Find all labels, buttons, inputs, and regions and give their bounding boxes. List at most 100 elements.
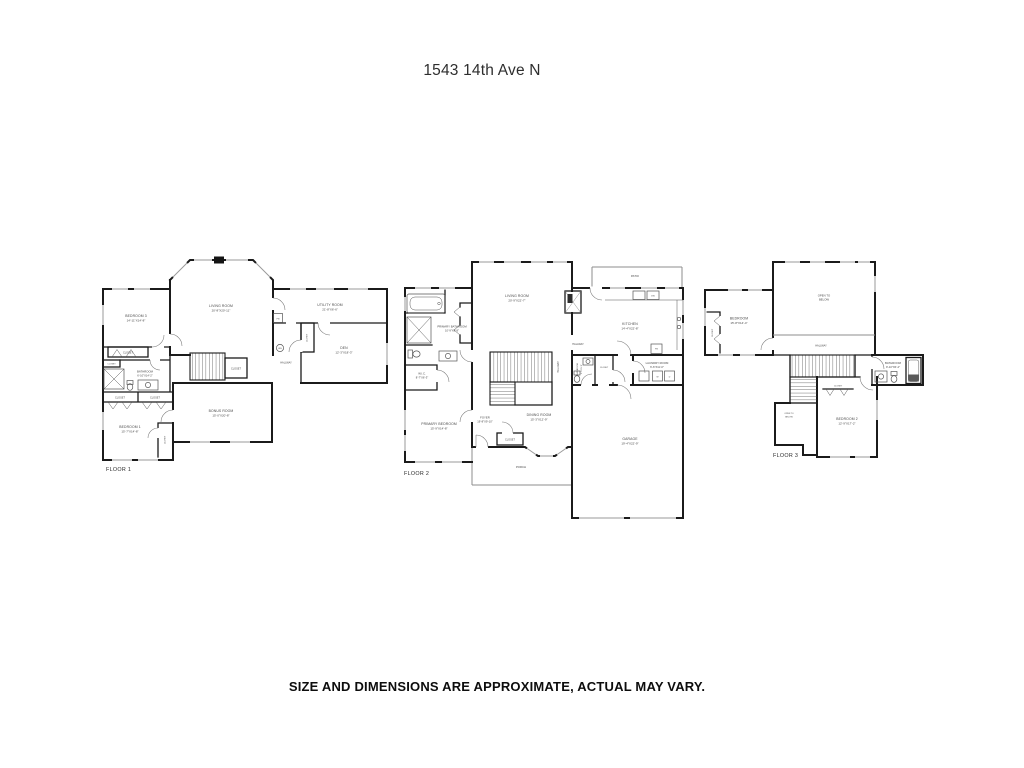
washer-label: W	[657, 377, 659, 379]
fireplace-icon	[214, 256, 224, 264]
bathtub-icon	[905, 356, 922, 385]
door-gaps	[718, 316, 874, 369]
bifold-door-icons	[453, 306, 461, 336]
closet-label: CLOSET	[123, 352, 133, 355]
closet-label: CLOSET	[165, 435, 167, 444]
toilet-icon	[126, 380, 134, 391]
closet-label: CLOSET	[150, 397, 160, 400]
open-to-below-label: BELOW	[785, 417, 793, 419]
primary-bathroom-dims: 10'-9"X9'-9"	[445, 329, 459, 333]
laundry-room-label: LAUNDRY ROOM	[646, 361, 669, 365]
bathroom-label: BATHROOM	[576, 363, 579, 375]
door-gaps	[435, 286, 635, 449]
bathroom-label: BATHROOM	[885, 361, 902, 365]
toilet-icon	[407, 349, 421, 359]
closet-label: CLOSET	[600, 367, 609, 369]
foyer-dims: 19'-8"X9'-10"	[477, 420, 493, 424]
wic-dims: 8'-7"X6'-3"	[416, 376, 429, 380]
floor-3-plan: OPEN TO BELOW BEDROOM 15'-8"X14'-4" CLOS…	[703, 260, 924, 459]
wic-label: W.I.C.	[418, 372, 426, 376]
bedroom2-dims: 12'-9"X17'-2"	[838, 421, 855, 425]
water-heater-icon	[276, 344, 284, 352]
floor-2-plan: LIVING ROOM 20'-9"X22'-7" PATIO KITCHEN …	[403, 260, 685, 520]
floor2-labels: LIVING ROOM 20'-9"X22'-7" PATIO KITCHEN …	[404, 274, 671, 477]
range-icon	[632, 290, 646, 300]
porch-label: PORCH	[516, 465, 526, 469]
garage-label: GARAGE	[622, 437, 638, 441]
bedroom2-label: BEDROOM 2	[836, 417, 857, 421]
floor1-labels: BEDROOM 3 14'-11"X14'-8" LIVING ROOM 20'…	[106, 303, 353, 473]
bonus-room-dims: 15'-0"X20'-8"	[212, 413, 229, 417]
living-room-dims: 20'-8"X20'-11"	[212, 308, 231, 312]
floor3-fixtures	[874, 356, 922, 385]
floor2-windows	[403, 260, 685, 520]
floor2-walls	[404, 261, 684, 519]
bifold-door-icons	[107, 349, 167, 410]
laundry-room-dims: 6'-6"X11'-0"	[650, 365, 664, 369]
page-title: 1543 14th Ave N	[423, 62, 541, 79]
bathroom-dims: 6'-10"X14'-2"	[137, 374, 153, 378]
fb-box	[650, 343, 663, 354]
bathroom-label: BATHROOM	[137, 370, 154, 374]
floor1-title: FLOOR 1	[106, 467, 131, 473]
shower-icon	[103, 368, 125, 390]
sink-icon	[874, 370, 888, 383]
stairs-icon	[789, 354, 856, 404]
dryer-icon	[664, 370, 675, 382]
primary-bathroom-label: PRIMARY BATHROOM	[437, 325, 467, 329]
floor3-doors	[713, 315, 885, 396]
garage-dims: 19'-4"X22'-9"	[621, 441, 638, 445]
bathroom-dims: 4'-5"X5'-5"	[581, 364, 583, 374]
floor1-doors	[107, 297, 331, 439]
water-heater-label: WH	[278, 348, 282, 350]
shower-icon	[406, 316, 432, 344]
floor1-fixtures	[103, 256, 284, 391]
hallway-label: HALLWAY	[815, 344, 827, 347]
dining-room-dims: 15'-3"X12'-9"	[530, 417, 547, 421]
closet-label: CLOSET	[505, 439, 515, 442]
closet-label: CLOSET	[307, 333, 309, 342]
floor2-doors	[436, 287, 646, 448]
kitchen-label: KITCHEN	[622, 322, 638, 326]
kitchen-counter	[605, 299, 683, 350]
open-to-below-label: BELOW	[819, 298, 829, 302]
sink-icon	[438, 350, 458, 362]
bedroom1-dims: 15'-7"X14'-8"	[121, 429, 138, 433]
floor3-windows	[703, 260, 879, 459]
closet-box	[102, 359, 121, 368]
fireplace-icon	[564, 290, 582, 314]
primary-bedroom-dims: 15'-9"X14'-8"	[430, 426, 447, 430]
patio-outline	[591, 266, 683, 288]
bathroom-dims: 9'-10"X6'-4"	[886, 365, 900, 369]
floor1-windows	[101, 258, 389, 462]
utility-room-label: UTILITY ROOM	[317, 303, 343, 307]
bedroom-label: BEDROOM	[730, 317, 748, 321]
bedroom3-dims: 14'-11"X14'-8"	[127, 318, 146, 322]
door-gaps	[150, 298, 330, 438]
closet-label: CLOSET	[834, 386, 843, 388]
foyer-label: FOYER	[480, 416, 490, 420]
hallway-label: HALLWAY	[280, 362, 292, 365]
bathtub-icon	[406, 293, 446, 314]
closet-label: CLOSET	[115, 397, 125, 400]
stairs-icon	[489, 351, 553, 406]
toilet-icon	[890, 371, 898, 383]
dryer-label: D	[669, 377, 671, 379]
open-to-below-label: OPEN TO	[784, 413, 794, 415]
furnace-label: FN	[277, 319, 280, 321]
closet-label: CLOSET	[107, 364, 116, 366]
utility-room-dims: 21'-8"X6'-6"	[322, 307, 338, 311]
closet-box	[300, 322, 315, 353]
floor1-walls	[102, 259, 388, 461]
bedroom-dims: 15'-8"X14'-4"	[730, 321, 747, 325]
outlet-icon	[676, 324, 682, 330]
floor2-fixtures	[406, 290, 683, 383]
closet-box	[107, 346, 149, 358]
laundry-sink-icon	[638, 370, 650, 382]
fb-label: FB	[655, 349, 658, 351]
patio-label: PATIO	[631, 274, 640, 278]
floor3-title: FLOOR 3	[773, 453, 798, 459]
primary-bedroom-label: PRIMARY BEDROOM	[421, 422, 457, 426]
closet-label: CLOSET	[231, 368, 241, 371]
